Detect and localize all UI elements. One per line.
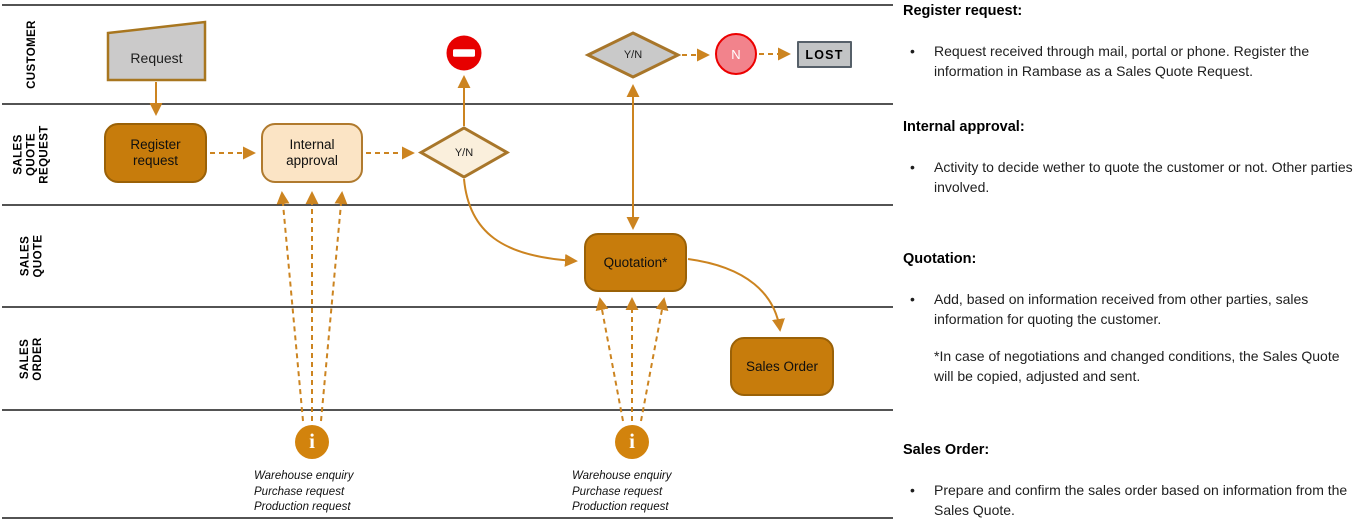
request-shape [106, 20, 207, 82]
section-bullet: Activity to decide wether to quote the c… [903, 157, 1361, 197]
lane-label-sales-quote: SALES QUOTE [4, 205, 60, 307]
diagram-canvas [2, 4, 893, 519]
node-quotation: Quotation* [584, 233, 687, 292]
info2-line-left [595, 297, 624, 422]
section-extra-note: *In case of negotiations and changed con… [934, 348, 1340, 384]
info1-line-right [320, 191, 348, 422]
info2-line-right [640, 297, 669, 422]
notes-section-sales-order: Sales Order: Prepare and confirm the sal… [903, 442, 1361, 520]
info-icon-1 [295, 425, 329, 459]
notes-panel: Register request: Request received throu… [903, 0, 1361, 531]
notes-section-internal-approval: Internal approval: Activity to decide we… [903, 119, 1361, 197]
section-bullet: Add, based on information received from … [903, 289, 1361, 329]
lane-label-sales-order: SALES ORDER [4, 307, 60, 410]
arrow-decision-to-quotation [463, 178, 578, 267]
section-heading: Quotation: [903, 251, 977, 267]
notes-section-register-request: Register request: Request received throu… [903, 3, 1361, 81]
info-icon-2 [615, 425, 649, 459]
info1-line-left [276, 191, 304, 422]
node-lost: LOST [797, 41, 852, 68]
n-outcome-circle [715, 33, 757, 75]
no-entry-icon [446, 35, 482, 71]
info-note-1: Warehouse enquiry Purchase request Produ… [254, 470, 354, 513]
lane-label-text: SALES QUOTE REQUEST [12, 125, 51, 184]
section-bullet: Prepare and confirm the sales order base… [903, 480, 1361, 520]
lane-label-text: SALES ORDER [19, 336, 44, 381]
swimlane-diagram: CUSTOMER SALES QUOTE REQUEST SALES QUOTE… [2, 4, 893, 519]
lane-label-sales-quote-request: SALES QUOTE REQUEST [4, 104, 60, 205]
decision-diamond-customer [584, 31, 682, 79]
solid-connectors [149, 75, 785, 332]
notes-section-quotation: Quotation: Add, based on information rec… [903, 251, 1361, 386]
arrow-quotation-to-salesorder [687, 258, 785, 332]
node-internal-approval: Internal approval [261, 123, 363, 183]
lane-label-text: CUSTOMER [25, 20, 38, 89]
node-register-request: Register request [104, 123, 207, 183]
section-heading: Sales Order: [903, 442, 990, 458]
lane-label-text: SALES QUOTE [18, 234, 44, 278]
dashed-connectors [210, 47, 791, 422]
lane-divider-lines [2, 4, 893, 519]
section-heading: Register request: [903, 3, 1023, 19]
info-note-2: Warehouse enquiry Purchase request Produ… [572, 470, 672, 513]
lane-label-customer: CUSTOMER [4, 5, 60, 104]
decision-diamond-internal [417, 126, 511, 179]
section-heading: Internal approval: [903, 119, 1025, 135]
node-sales-order: Sales Order [730, 337, 834, 396]
section-bullet: Request received through mail, portal or… [903, 41, 1361, 81]
